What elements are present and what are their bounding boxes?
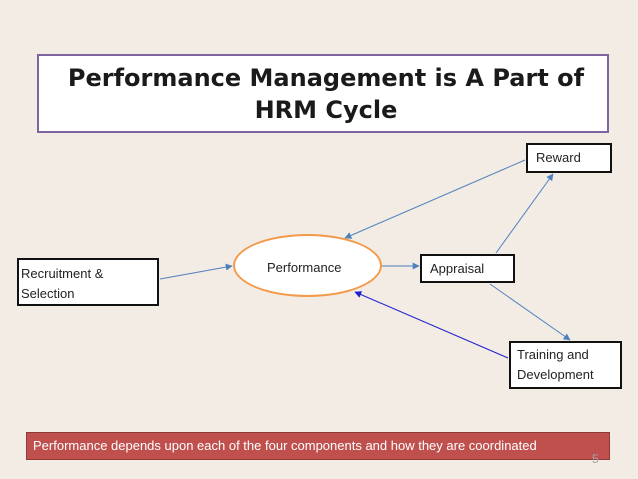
arrow-appraisal-to-training bbox=[489, 283, 571, 341]
appraisal-box: Appraisal bbox=[420, 254, 515, 283]
training-label-line2: Development bbox=[517, 367, 594, 382]
training-label-line1: Training and bbox=[517, 347, 589, 362]
arrow-recruitment-to-performance bbox=[159, 263, 233, 280]
recruitment-label-line2: Selection bbox=[21, 286, 75, 301]
recruitment-box: Recruitment & Selection bbox=[17, 258, 159, 306]
arrow-appraisal-to-reward bbox=[495, 173, 554, 254]
arrow-reward-to-performance bbox=[344, 159, 526, 239]
training-box: Training and Development bbox=[509, 341, 622, 389]
footer-caption: Performance depends upon each of the fou… bbox=[26, 432, 610, 460]
page-number: 5 bbox=[592, 452, 599, 466]
reward-box: Reward bbox=[526, 143, 612, 173]
arrow-training-to-performance bbox=[354, 291, 509, 359]
performance-ellipse bbox=[233, 234, 382, 297]
title-box: Performance Management is A Part of HRM … bbox=[37, 54, 609, 133]
recruitment-label-line1: Recruitment & bbox=[21, 266, 104, 281]
performance-label: Performance bbox=[267, 260, 342, 275]
appraisal-label: Appraisal bbox=[430, 261, 485, 276]
slide-title: Performance Management is A Part of HRM … bbox=[67, 63, 585, 124]
reward-label: Reward bbox=[536, 150, 581, 165]
